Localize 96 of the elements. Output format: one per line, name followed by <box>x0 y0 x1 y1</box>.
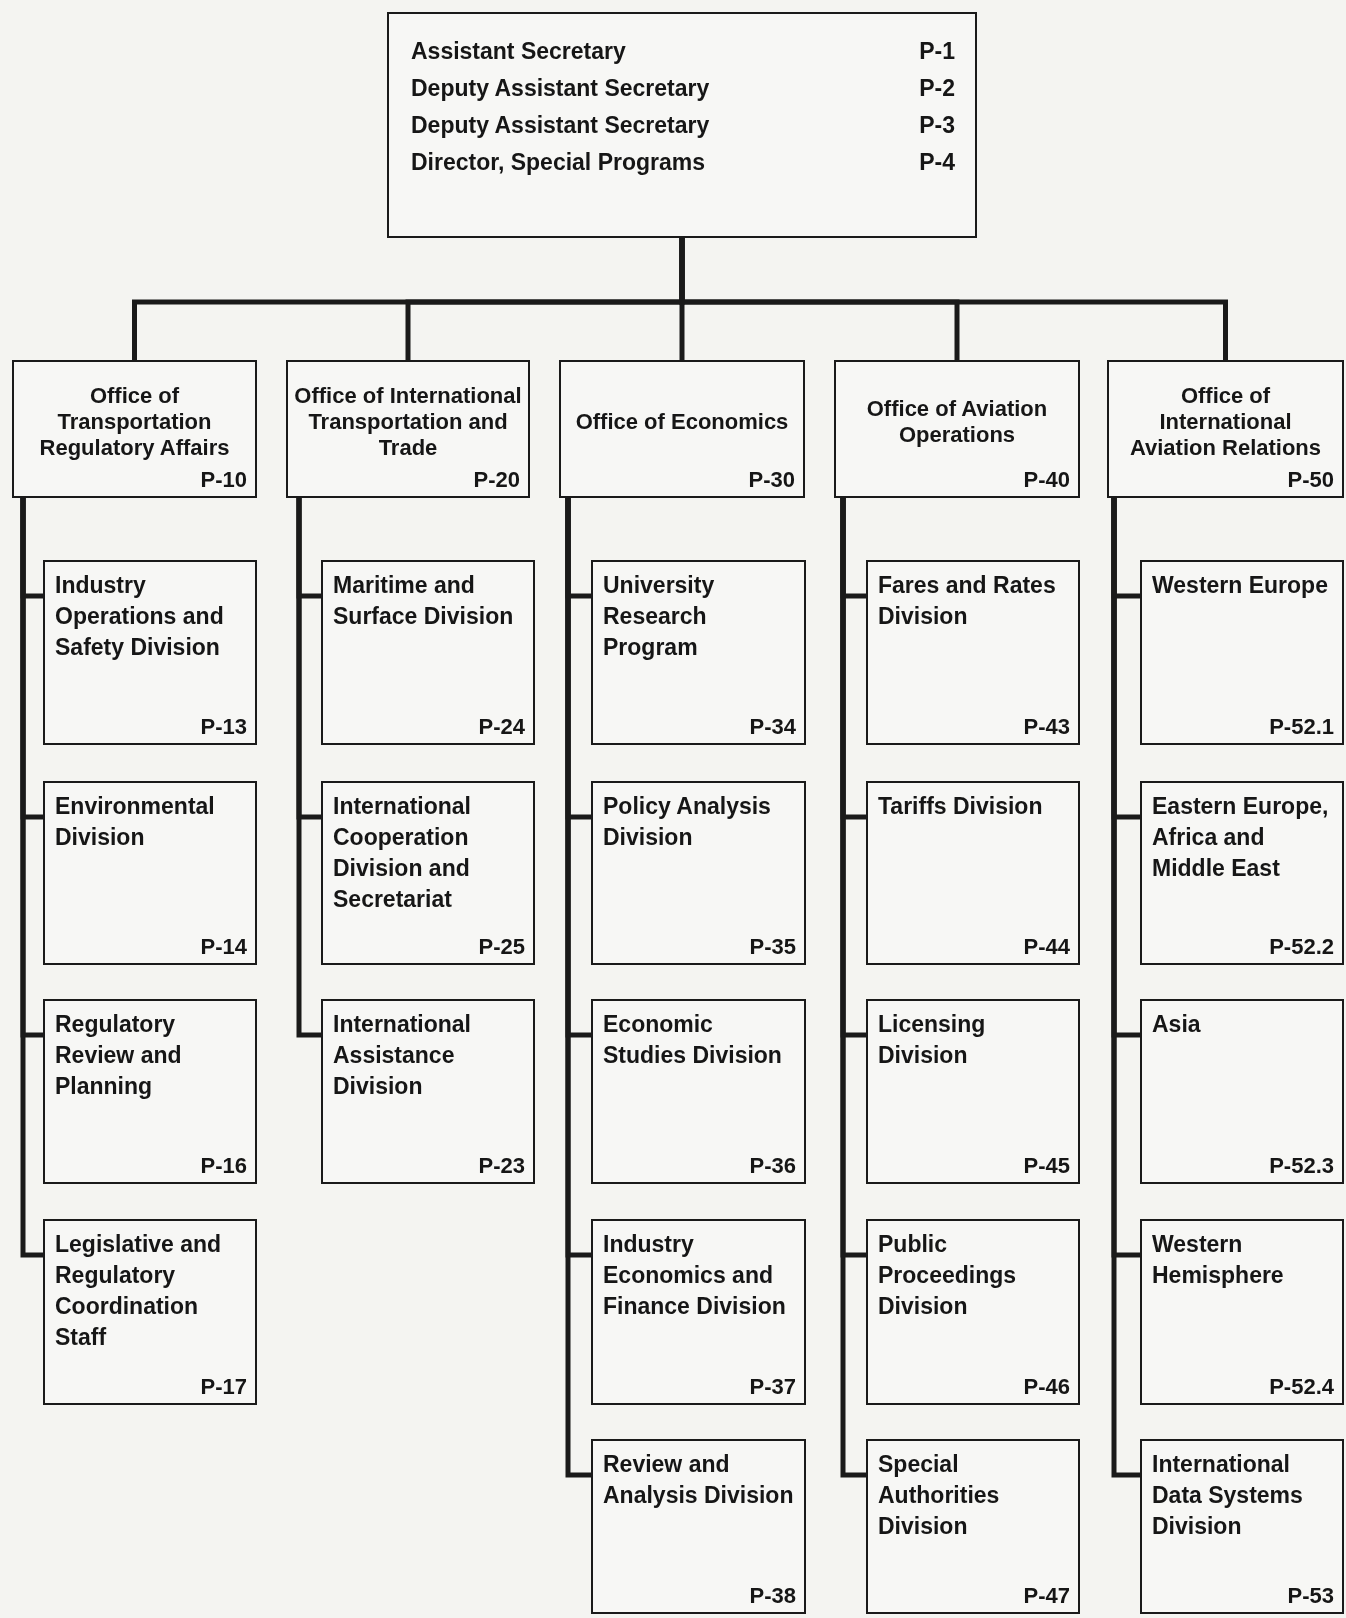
connector-line <box>840 498 866 1478</box>
division-box <box>43 999 257 1184</box>
division-title: Economic Studies Division <box>603 1010 783 1070</box>
position-title: Assistant Secretary <box>411 38 626 65</box>
page-reference: P-52.2 <box>1269 934 1334 960</box>
page-reference: P-35 <box>749 934 796 960</box>
page-reference: P-16 <box>200 1153 247 1179</box>
connector-line <box>1111 498 1140 1478</box>
division-box <box>1140 1219 1344 1405</box>
division-box <box>866 560 1080 745</box>
page-reference: P-52.3 <box>1269 1153 1334 1179</box>
division-title: Western Hemisphere <box>1152 1230 1285 1290</box>
division-title: Industry Economics and Finance Division <box>603 1230 787 1321</box>
page-reference: P-52.4 <box>1269 1374 1334 1400</box>
page-reference: P-40 <box>1023 467 1070 493</box>
page-reference: P-30 <box>748 467 795 493</box>
page-reference: P-3 <box>919 112 955 139</box>
division-title: Regulatory Review and Planning <box>55 1010 183 1101</box>
division-title: Eastern Europe, Africa and Middle East <box>1152 792 1330 883</box>
page-reference: P-52.1 <box>1269 714 1334 740</box>
office-box <box>1107 360 1344 498</box>
position-title: Deputy Assistant Secretary <box>411 75 710 102</box>
division-box <box>321 560 535 745</box>
connector-line <box>20 498 43 1258</box>
division-title: University Research Program <box>603 571 716 662</box>
page-reference: P-10 <box>200 467 247 493</box>
division-title: Special Authorities Division <box>878 1450 1001 1541</box>
page-reference: P-37 <box>749 1374 796 1400</box>
division-box <box>321 999 535 1184</box>
division-box <box>321 781 535 965</box>
division-box <box>591 560 806 745</box>
page-reference: P-34 <box>749 714 796 740</box>
office-title: Office of Economics <box>575 409 789 435</box>
page-reference: P-50 <box>1287 467 1334 493</box>
division-title: Industry Operations and Safety Division <box>55 571 225 662</box>
division-title: Western Europe <box>1152 571 1329 600</box>
page-reference: P-47 <box>1023 1583 1070 1609</box>
division-title: Review and Analysis Division <box>603 1450 795 1510</box>
page-reference: P-1 <box>919 38 955 65</box>
division-title: International Assistance Division <box>333 1010 472 1101</box>
division-box <box>591 999 806 1184</box>
office-title: Office of International Aviation Relations <box>1128 383 1323 461</box>
office-box <box>834 360 1080 498</box>
division-title: International Cooperation Division and Secretariat <box>333 792 472 914</box>
page-reference: P-20 <box>473 467 520 493</box>
page-reference: P-43 <box>1023 714 1070 740</box>
page-reference: P-2 <box>919 75 955 102</box>
division-title: International Data Systems Division <box>1152 1450 1304 1541</box>
office-title: Office of Transportation Regulatory Affairs <box>38 383 231 461</box>
division-box <box>43 781 257 965</box>
division-title: Tariffs Division <box>878 792 1044 821</box>
page-reference: P-24 <box>478 714 525 740</box>
division-box <box>591 781 806 965</box>
connector-line <box>296 498 321 1038</box>
division-box <box>43 560 257 745</box>
division-box <box>866 781 1080 965</box>
division-title: Asia <box>1152 1010 1202 1039</box>
page-reference: P-46 <box>1023 1374 1070 1400</box>
division-box <box>43 1219 257 1405</box>
page-reference: P-45 <box>1023 1153 1070 1179</box>
position-title: Director, Special Programs <box>411 149 705 176</box>
division-title: Fares and Rates Division <box>878 571 1057 631</box>
division-title: Legislative and Regulatory Coordination Staff <box>55 1230 223 1352</box>
page-reference: P-17 <box>200 1374 247 1400</box>
connector-line <box>679 238 1228 360</box>
office-title: Office of International Transportation and Trade <box>294 383 522 461</box>
position-title: Deputy Assistant Secretary <box>411 112 710 139</box>
division-title: Policy Analysis Division <box>603 792 772 852</box>
division-box <box>591 1439 806 1614</box>
division-box <box>866 1219 1080 1405</box>
division-box <box>1140 1439 1344 1614</box>
page-reference: P-4 <box>919 149 955 176</box>
office-box <box>286 360 530 498</box>
page-reference: P-13 <box>200 714 247 740</box>
office-box <box>559 360 805 498</box>
division-title: Licensing Division <box>878 1010 987 1070</box>
page-reference: P-25 <box>478 934 525 960</box>
page-reference: P-14 <box>200 934 247 960</box>
page-reference: P-23 <box>478 1153 525 1179</box>
office-title: Office of Aviation Operations <box>865 396 1049 448</box>
connector-line <box>565 498 591 1478</box>
division-title: Public Proceedings Division <box>878 1230 1018 1321</box>
division-box <box>866 999 1080 1184</box>
page-reference: P-44 <box>1023 934 1070 960</box>
division-box <box>1140 781 1344 965</box>
division-title: Environmental Division <box>55 792 216 852</box>
division-box <box>866 1439 1080 1614</box>
division-box <box>591 1219 806 1405</box>
executive-box <box>387 12 977 238</box>
division-box <box>1140 999 1344 1184</box>
division-title: Maritime and Surface Division <box>333 571 515 631</box>
page-reference: P-38 <box>749 1583 796 1609</box>
office-box <box>12 360 257 498</box>
division-box <box>1140 560 1344 745</box>
page-reference: P-53 <box>1287 1583 1334 1609</box>
page-reference: P-36 <box>749 1153 796 1179</box>
